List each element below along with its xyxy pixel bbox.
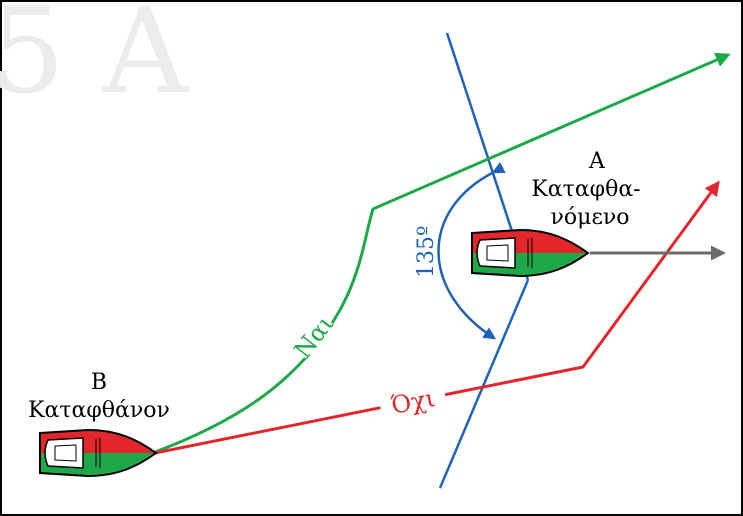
watermark: 5 A [0, 0, 190, 120]
boat-a-name-line2: νόμενο [551, 205, 630, 230]
boat-a-letter: A [588, 149, 606, 174]
boat-b-name: Καταφθάνον [28, 398, 170, 423]
boat-a-name-line1: Καταφθα- [531, 177, 640, 202]
angle-label: 135º [414, 226, 439, 278]
boat-b-letter: B [91, 370, 107, 395]
